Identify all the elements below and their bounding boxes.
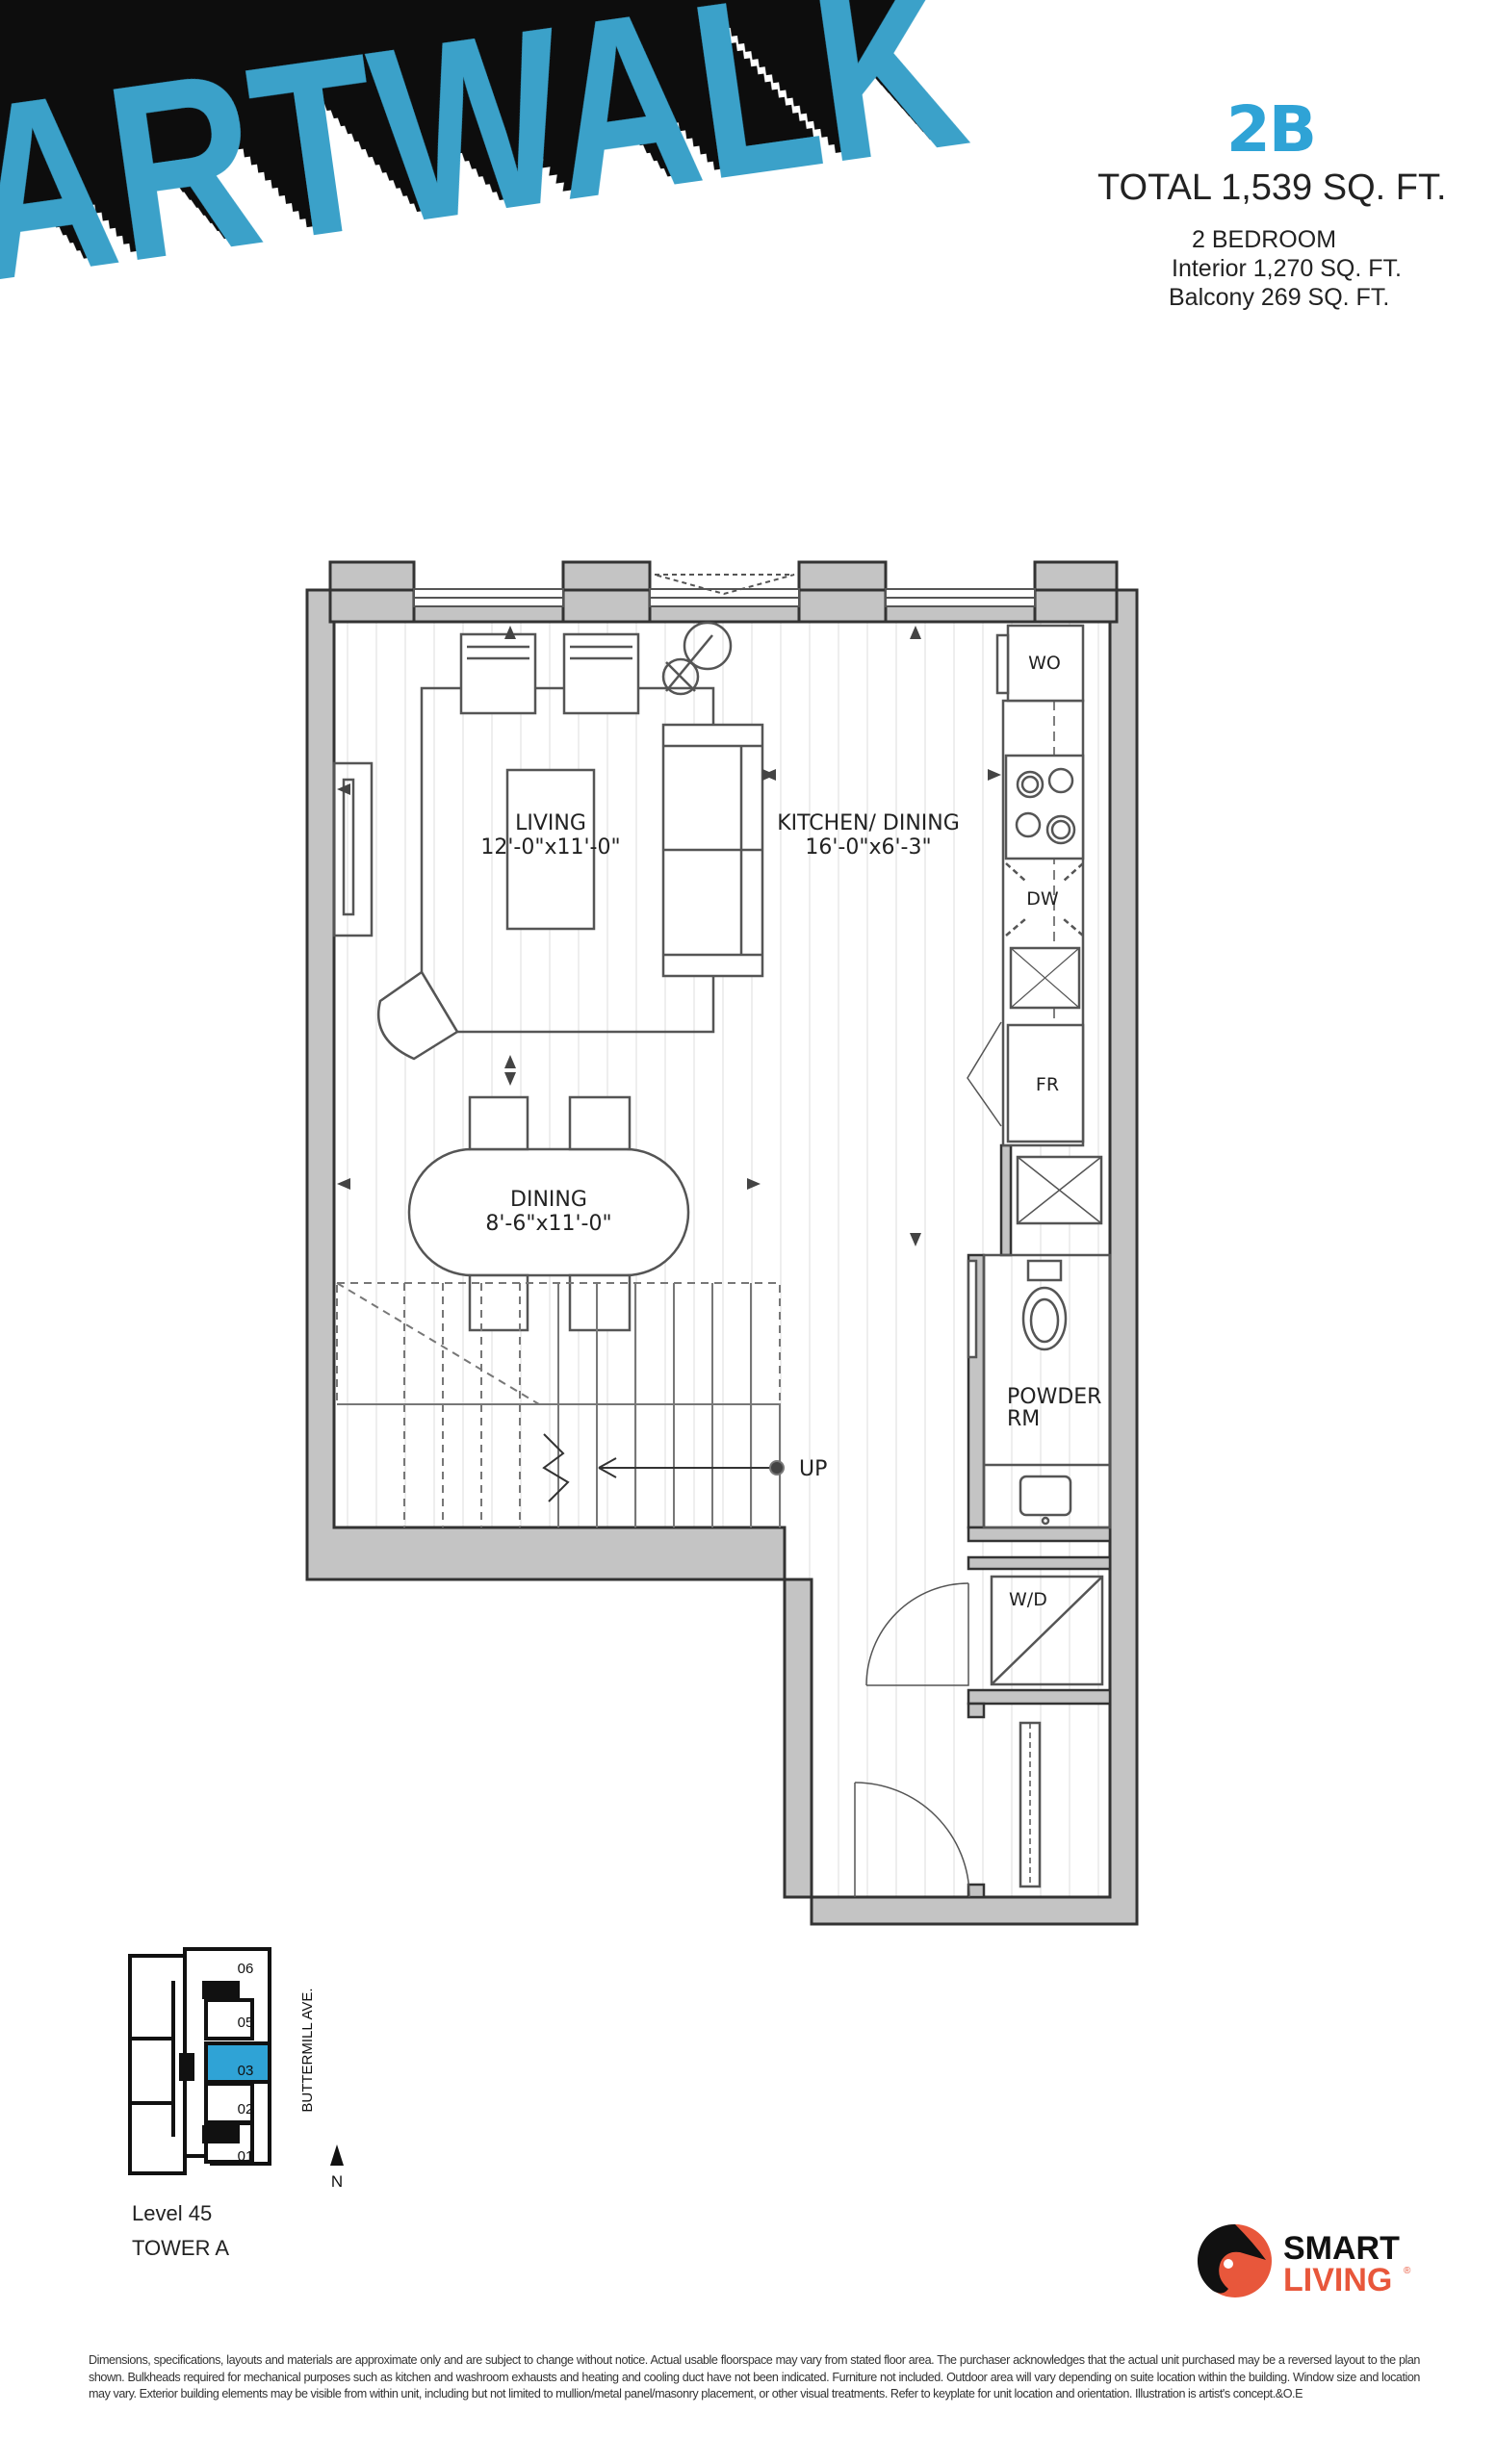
interior-walls bbox=[967, 1143, 1112, 1899]
staircase bbox=[336, 1282, 785, 1527]
dining-dims: 8'-6"x11'-0" bbox=[485, 1212, 611, 1236]
keyplate-highlighted-unit bbox=[204, 2041, 271, 2084]
fridge bbox=[1006, 1023, 1085, 1143]
living-dims: 12'-0"x11'-0" bbox=[480, 835, 620, 860]
bedroom-count: 2 BEDROOM bbox=[1192, 226, 1337, 253]
north-label: N bbox=[331, 2172, 343, 2191]
washer-dryer-label: W/D bbox=[1009, 1589, 1047, 1610]
balcony-area: Balcony 269 SQ. FT. bbox=[1169, 284, 1390, 311]
kitchen-dims: 16'-0"x6'-3" bbox=[805, 835, 931, 860]
smart-living-logo: SMART LIVING ® bbox=[1197, 2223, 1411, 2298]
tv-console bbox=[332, 761, 374, 937]
floor-area bbox=[334, 622, 1110, 1897]
powder-label: POWDER bbox=[1007, 1385, 1101, 1409]
vanity-sink bbox=[1019, 1475, 1072, 1517]
powder-room bbox=[967, 1253, 1112, 1529]
coffee-table bbox=[505, 768, 596, 931]
fridge-label: FR bbox=[1036, 1074, 1059, 1095]
wall-oven bbox=[1006, 624, 1085, 703]
floor-plan: LIVING 12'-0"x11'-0" KITCHEN/ DINING 16'… bbox=[305, 560, 1139, 1926]
dishwasher bbox=[1005, 862, 1084, 937]
keyplate-unit-06: 06 bbox=[238, 1961, 254, 1977]
powder-label-2: RM bbox=[1007, 1407, 1040, 1431]
washer-dryer bbox=[990, 1575, 1104, 1686]
cooktop bbox=[1004, 754, 1085, 860]
level-label: Level 45 bbox=[132, 2201, 212, 2225]
door-swing bbox=[865, 1582, 969, 1686]
windows bbox=[413, 574, 1036, 607]
north-arrow-icon bbox=[330, 2144, 344, 2166]
dining-label: DINING bbox=[510, 1188, 587, 1212]
keyplate-unit-03: 03 bbox=[238, 2063, 254, 2079]
keyplate-unit-05: 05 bbox=[238, 2015, 254, 2031]
keyplate: 06 05 03 02 01 BUTTERMILL AVE. N Level 4… bbox=[128, 1947, 344, 2260]
living-label: LIVING bbox=[515, 811, 586, 835]
total-area: TOTAL 1,539 SQ. FT. bbox=[1097, 167, 1447, 208]
stair-start-icon bbox=[769, 1460, 785, 1476]
area-rug bbox=[420, 686, 715, 1034]
registered-mark: ® bbox=[1404, 2266, 1411, 2276]
stairs-up-label: UP bbox=[799, 1457, 827, 1481]
keyplate-unit-01: 01 bbox=[238, 2148, 254, 2165]
artwalk-logo: ARTWALK bbox=[0, 0, 980, 298]
wall-oven-label: WO bbox=[1028, 653, 1061, 674]
laundry-closet bbox=[854, 1575, 1104, 1898]
entry-door-swing bbox=[854, 1782, 970, 1898]
tower-label: TOWER A bbox=[132, 2236, 229, 2260]
dining-table bbox=[407, 1147, 690, 1277]
smart-text: SMART bbox=[1283, 2230, 1400, 2267]
kitchen-label: KITCHEN/ DINING bbox=[777, 811, 960, 835]
lounge-chair bbox=[376, 970, 459, 1061]
interior-area: Interior 1,270 SQ. FT. bbox=[1172, 255, 1402, 282]
unit-code: 2B bbox=[1225, 92, 1317, 167]
keyplate-unit-02: 02 bbox=[238, 2101, 254, 2118]
dishwasher-label: DW bbox=[1026, 888, 1059, 910]
living-furniture bbox=[332, 621, 764, 1332]
toilet-tank bbox=[1026, 1259, 1063, 1282]
lamp-icon bbox=[661, 657, 700, 696]
living-text: LIVING bbox=[1283, 2262, 1392, 2298]
dimension-markers bbox=[337, 626, 1001, 1246]
disclaimer: Dimensions, specifications, layouts and … bbox=[89, 2353, 1420, 2400]
street-label: BUTTERMILL AVE. bbox=[299, 1988, 316, 2112]
kitchen-counter bbox=[967, 624, 1103, 1225]
